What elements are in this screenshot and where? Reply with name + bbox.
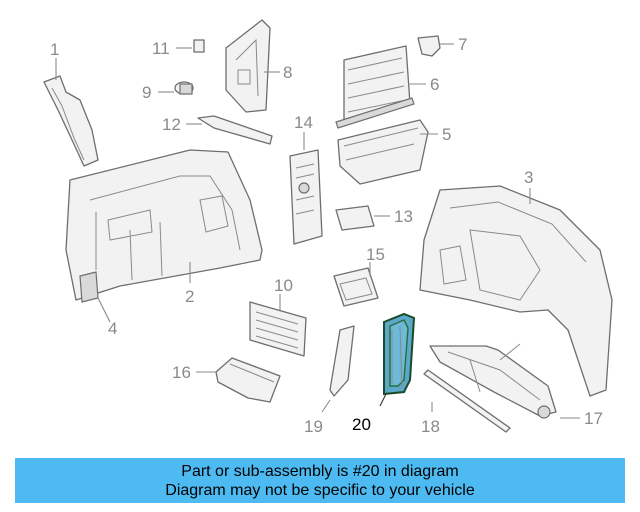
callout-3: 3 [524, 168, 533, 187]
callout-15: 15 [366, 245, 385, 264]
part-12-trim-strip [197, 115, 273, 145]
callout-9: 9 [142, 83, 151, 102]
callout-11: 11 [152, 39, 170, 58]
part-1-pillar-trim [43, 75, 99, 167]
part-7-bracket [417, 35, 441, 57]
callout-5: 5 [442, 125, 451, 144]
part-6-cargo-cover [335, 45, 415, 129]
callout-8: 8 [283, 63, 292, 82]
part-18-jack-handle [423, 369, 511, 433]
callout-20: 20 [352, 415, 371, 434]
part-2-left-quarter-panel [65, 149, 263, 301]
callout-14: 14 [294, 113, 313, 132]
part-4-clip [79, 271, 99, 303]
part-17-jack [429, 343, 557, 419]
part-5-cargo-panel [337, 119, 429, 185]
info-banner: Part or sub-assembly is #20 in diagram D… [15, 458, 625, 503]
callout-6: 6 [430, 75, 439, 94]
part-8-upper-trim [225, 19, 271, 113]
banner-line-2: Diagram may not be specific to your vehi… [165, 482, 475, 499]
callout-2: 2 [185, 287, 194, 306]
part-13-block [335, 205, 375, 231]
callout-10: 10 [274, 276, 293, 295]
callout-7: 7 [458, 35, 467, 54]
part-9-push-pin [174, 81, 194, 95]
callout-16: 16 [172, 363, 191, 382]
part-19-narrow-trim [329, 325, 355, 397]
part-11-clip [193, 39, 205, 53]
banner-line-1: Part or sub-assembly is #20 in diagram [181, 463, 459, 480]
callout-12: 12 [162, 115, 181, 134]
part-14-switch-panel [289, 149, 323, 245]
callout-1: 1 [50, 40, 59, 59]
callout-13: 13 [394, 207, 413, 226]
parts-diagram: 1 2 3 4 5 6 7 8 [43, 19, 613, 436]
callout-17: 17 [584, 409, 603, 428]
part-16-storage-bin [215, 357, 281, 403]
part-20-highlighted-panel [383, 312, 416, 396]
callout-19: 19 [304, 417, 323, 436]
part-15-box [333, 267, 379, 307]
callout-18: 18 [421, 417, 440, 436]
part-10-vent-grille [249, 301, 307, 357]
callout-4: 4 [108, 319, 117, 338]
part-3-right-quarter-panel [419, 185, 613, 397]
